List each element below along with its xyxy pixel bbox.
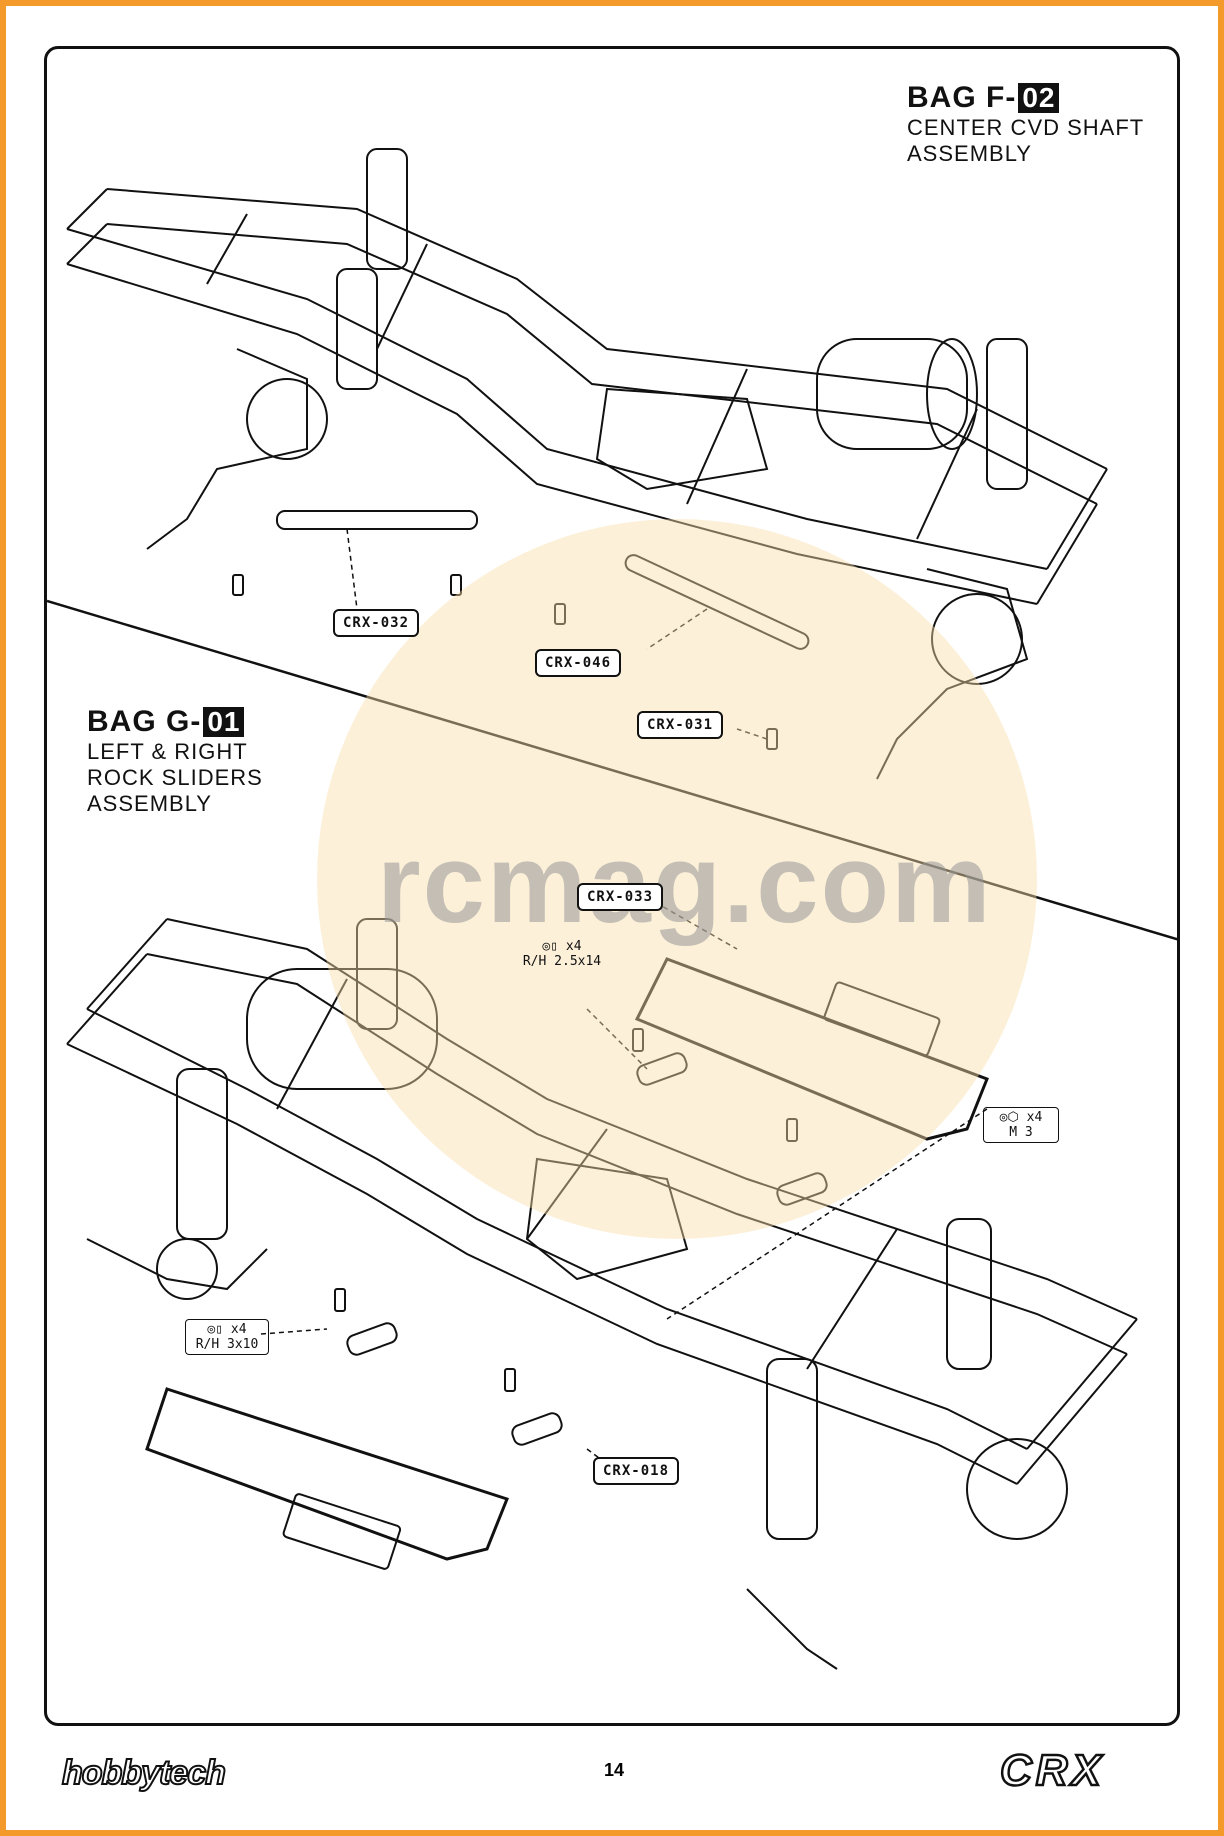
bag-g-subtitle-1: LEFT & RIGHT: [87, 739, 248, 764]
upper-chassis: [66, 148, 1108, 780]
bag-g-subtitle-3: ASSEMBLY: [87, 791, 212, 816]
page-number: 14: [603, 1760, 625, 1780]
bag-g-subtitle-2: ROCK SLIDERS: [87, 765, 263, 790]
bag-g-title: BAG G-01: [87, 705, 263, 739]
hardware-m3-label: M 3: [1009, 1125, 1033, 1140]
hardware-m3: ◎⬡ x4 M 3: [983, 1107, 1059, 1143]
crx-logo: CRX: [999, 1745, 1105, 1797]
part-tag-crx-018: CRX-018: [593, 1457, 680, 1485]
part-tag-crx-033: CRX-033: [577, 883, 664, 911]
hardware-rh-2-5x14-label: R/H 2.5x14: [522, 954, 602, 969]
watermark-circle: [317, 519, 1037, 1239]
bag-g-heading: BAG G-01 LEFT & RIGHT ROCK SLIDERS ASSEM…: [87, 705, 263, 817]
bag-f-title: BAG F-02: [907, 81, 1144, 115]
bag-f-subtitle-1: CENTER CVD SHAFT: [907, 115, 1145, 140]
watermark-text: rcmag.com: [377, 821, 993, 946]
bag-g-number: 01: [203, 707, 245, 737]
nut-icon: ◎⬡ x4: [999, 1110, 1043, 1125]
part-tag-crx-032: CRX-032: [333, 609, 420, 637]
screw-icon: ◎▯ x4: [207, 1322, 247, 1337]
hardware-rh-2-5x14: ◎▯ x4 R/H 2.5x14: [517, 939, 607, 969]
washer-icon: ◎▯ x4: [542, 939, 582, 954]
part-tag-crx-031: CRX-031: [637, 711, 724, 739]
hardware-rh-3x10: ◎▯ x4 R/H 3x10: [185, 1319, 269, 1355]
assembly-drawing: [47, 148, 1177, 1670]
hobbytech-logo: hobbytech: [61, 1753, 227, 1793]
part-tag-crx-046: CRX-046: [535, 649, 622, 677]
section-divider: [47, 599, 1177, 941]
instruction-panel: rcmag.com BAG F-02 CENTER CVD SHAFT ASSE…: [44, 46, 1180, 1726]
bag-f-subtitle-2: ASSEMBLY: [907, 141, 1032, 166]
hardware-rh-3x10-label: R/H 3x10: [195, 1337, 259, 1352]
lower-chassis: [66, 918, 1138, 1670]
bag-f-number: 02: [1018, 83, 1060, 113]
bag-f-heading: BAG F-02 CENTER CVD SHAFT ASSEMBLY: [907, 81, 1144, 167]
